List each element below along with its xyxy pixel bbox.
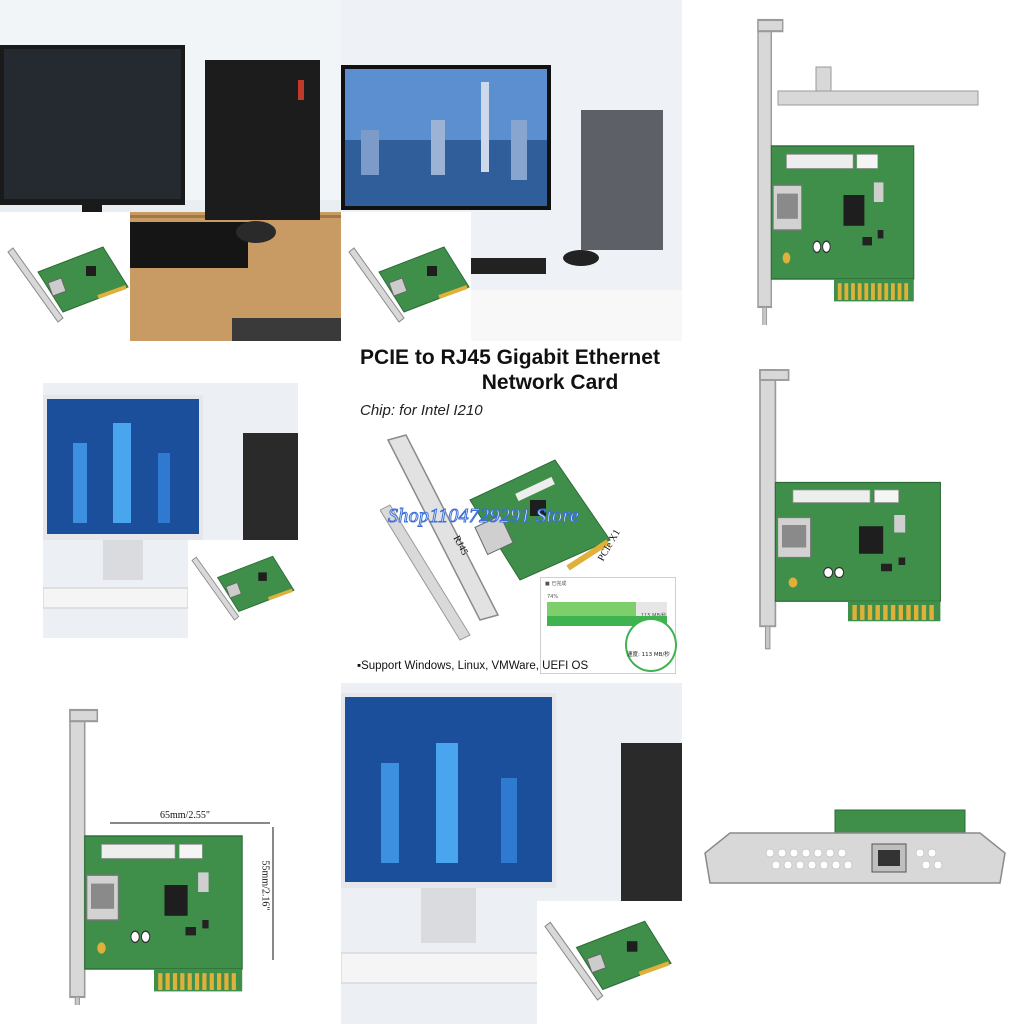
speed-big: 速度: 113 MB/秒 <box>627 652 670 658</box>
low-profile-bracket-photo <box>700 808 1010 903</box>
speed-dialog-screenshot: ■ 已完成 74% 115 MB/秒 速度: 113 MB/秒 <box>540 577 677 674</box>
card-photo-right-middle <box>750 365 960 660</box>
desk-photo-grey-pc <box>341 0 682 341</box>
height-dimension: 55mm/2.16" <box>259 860 271 911</box>
card-photo-top-right <box>728 15 998 325</box>
support-text: ▪Support Windows, Linux, VMWare, UEFI OS <box>357 660 589 672</box>
main-card-image <box>380 430 620 645</box>
monitor-photo-left <box>43 383 298 638</box>
speed-progress-label: 74% <box>547 594 559 600</box>
store-watermark: Shop1104729291 Store <box>388 505 580 528</box>
desk-photo-black-pc <box>0 0 341 341</box>
card-dimensions-photo <box>65 705 295 1005</box>
speed-progress-bar <box>547 602 636 616</box>
title-line-2: Network Card <box>481 371 619 394</box>
title-line-1: PCIE to RJ45 Gigabit Ethernet <box>360 346 660 369</box>
width-dimension: 65mm/2.55" <box>160 810 210 821</box>
product-title: PCIE to RJ45 Gigabit Ethernet Network Ca… <box>330 345 690 395</box>
monitor-photo-bottom <box>341 683 682 1024</box>
chip-text: Chip: for Intel I210 <box>360 402 483 419</box>
